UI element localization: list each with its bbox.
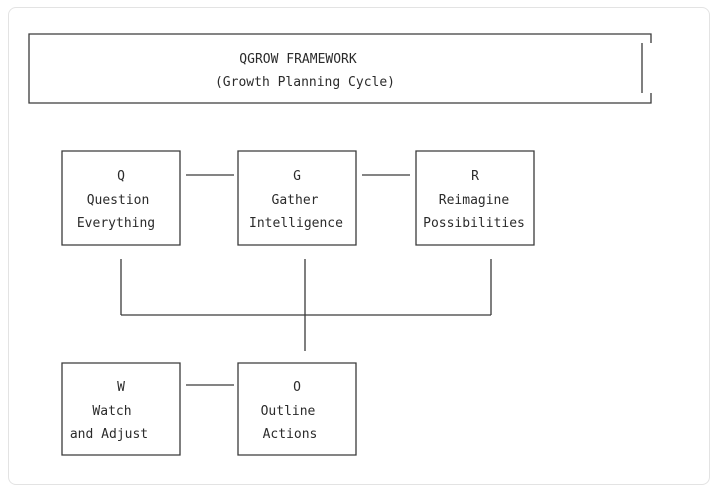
box-r: R Reimagine Possibilities [415, 150, 535, 246]
box-r-label-2: Possibilities [423, 216, 525, 231]
title-frame: QGROW FRAMEWORK (Growth Planning Cycle) [28, 33, 652, 104]
box-o-label-2: Actions [263, 427, 318, 442]
box-q-label-2: Everything [77, 216, 155, 231]
diagram-card [8, 7, 710, 485]
box-q-letter: Q [117, 169, 125, 184]
box-r-label-1: Reimagine [439, 193, 510, 208]
box-g-letter: G [293, 169, 301, 184]
box-g-label-1: Gather [272, 193, 319, 208]
box-w: W Watch and Adjust [61, 362, 181, 456]
box-q: Q Question Everything [61, 150, 181, 246]
box-w-label-1: Watch [92, 404, 131, 419]
box-w-letter: W [117, 380, 125, 395]
box-o-label-1: Outline [261, 404, 316, 419]
box-q-label-1: Question [87, 193, 150, 208]
connectors [120, 174, 492, 386]
box-w-label-2: and Adjust [70, 427, 148, 442]
subtitle-text: (Growth Planning Cycle) [215, 75, 395, 90]
title-text: QGROW FRAMEWORK [239, 52, 357, 67]
box-g: G Gather Intelligence [237, 150, 357, 246]
box-g-label-2: Intelligence [249, 216, 343, 231]
box-o: O Outline Actions [237, 362, 357, 456]
box-o-letter: O [293, 380, 301, 395]
box-r-letter: R [471, 169, 479, 184]
